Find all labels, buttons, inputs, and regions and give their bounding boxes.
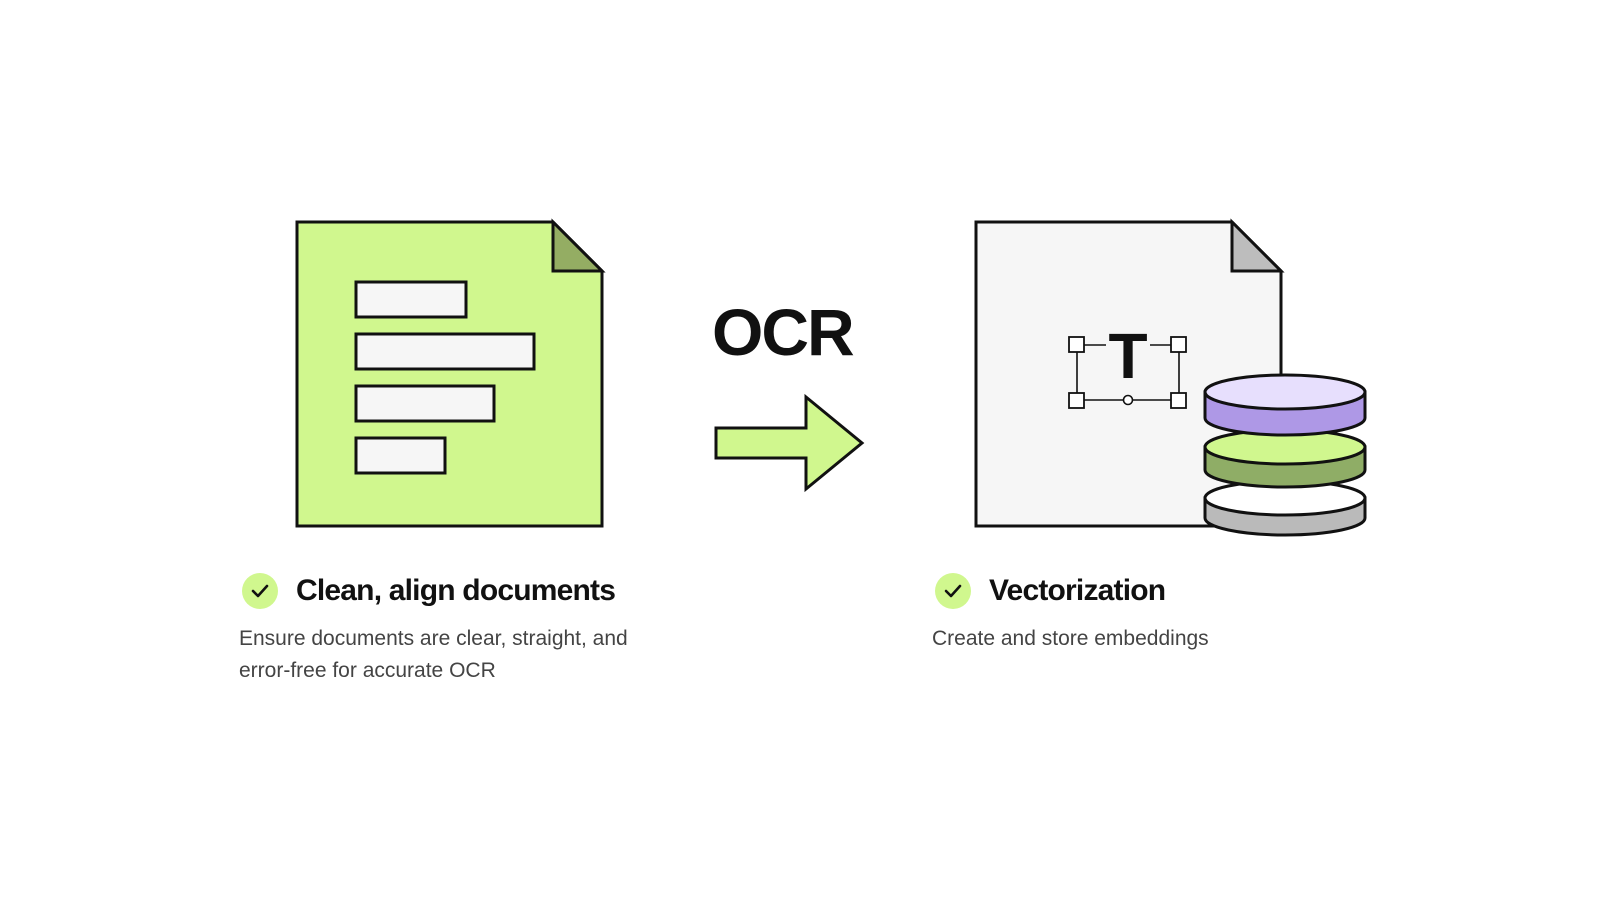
green-document	[295, 218, 606, 528]
text-box-icon: T	[1068, 320, 1187, 409]
right-arrow-icon	[714, 393, 865, 493]
step-title: Clean, align documents	[296, 574, 616, 607]
resize-handle	[1068, 336, 1085, 353]
text-line-bar	[354, 280, 468, 319]
document-fold	[551, 218, 606, 273]
anchor-point	[1122, 394, 1134, 406]
text-line-bar	[354, 436, 447, 475]
check-icon	[935, 573, 971, 609]
step-caption-clean: Clean, align documents Ensure documents …	[239, 571, 702, 687]
resize-handle	[1170, 392, 1187, 409]
step-caption-vectorization: Vectorization Create and store embedding…	[932, 571, 1395, 655]
caption-header: Vectorization	[935, 571, 1395, 611]
text-glyph: T	[1108, 320, 1147, 392]
resize-handle	[1068, 392, 1085, 409]
text-line-bar	[354, 384, 496, 423]
resize-handle	[1170, 336, 1187, 353]
ocr-label: OCR	[712, 295, 855, 369]
check-icon	[242, 573, 278, 609]
caption-header: Clean, align documents	[242, 571, 702, 611]
step-description: Ensure documents are clear, straight, an…	[239, 627, 628, 682]
text-line-bar	[354, 332, 536, 371]
step-title: Vectorization	[989, 574, 1166, 607]
step-description: Create and store embeddings	[932, 627, 1209, 650]
database-icon	[1203, 373, 1367, 537]
document-fold	[1230, 218, 1285, 273]
